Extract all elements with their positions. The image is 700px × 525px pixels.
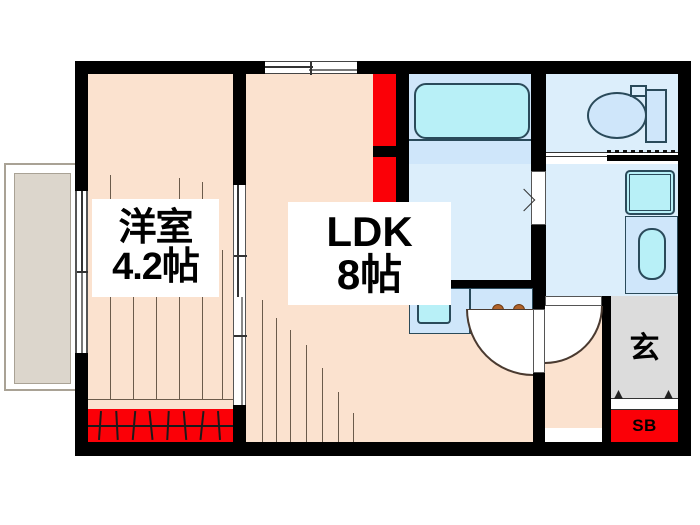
vanity-basin — [638, 228, 666, 280]
label-youshitsu-name: 洋室 — [118, 207, 193, 250]
door-bedroom-ldk[interactable] — [233, 185, 247, 405]
label-ldk: LDK 8帖 — [288, 202, 451, 305]
toilet-tank — [645, 89, 667, 143]
floorboard-line — [222, 250, 223, 405]
toilet-door-dotted-line — [607, 150, 678, 153]
genkan-label: 玄 — [629, 332, 660, 365]
floorboard-line — [276, 318, 277, 442]
bathtub — [414, 83, 530, 139]
shoe-box — [611, 410, 678, 442]
label-ldk-name: LDK — [326, 207, 413, 255]
label-ldk-size: 8帖 — [336, 250, 403, 298]
balcony — [4, 163, 78, 391]
partition-hall-genkan — [602, 296, 611, 442]
toilet-bowl — [587, 92, 647, 139]
toilet-flush-lever — [630, 85, 647, 97]
exterior-wall-north — [75, 61, 691, 74]
window-bedroom-west — [75, 191, 90, 353]
shoe-box-label: SB — [632, 416, 657, 435]
toilet-wall-segment — [607, 155, 678, 161]
floorboard-line — [262, 300, 263, 442]
kitchen-back-wall — [409, 280, 533, 288]
partition-bedroom-ldk-upper — [233, 61, 246, 185]
floorboard-line — [322, 368, 323, 442]
bathtub-rim — [409, 139, 531, 141]
floorboard-line — [353, 413, 354, 442]
step-marker-right — [664, 390, 673, 399]
entrance-door[interactable] — [678, 300, 691, 302]
washing-machine-pan-inner — [629, 174, 671, 211]
closet-ldk-divider — [373, 146, 396, 157]
exterior-wall-west-upper — [75, 61, 88, 191]
floorboard-line — [290, 330, 291, 442]
door-hall-washroom-panel[interactable] — [545, 296, 602, 306]
floorboard-line — [133, 215, 134, 405]
genkan-floor — [611, 296, 678, 398]
partition-bath-washroom-lower — [531, 225, 546, 296]
door-ldk-hall-panel[interactable] — [533, 309, 545, 373]
closet-ldk-upper — [373, 74, 396, 146]
closet-bedroom-doors[interactable] — [88, 399, 233, 409]
door-bath-washroom[interactable] — [531, 171, 546, 225]
exterior-wall-east — [678, 61, 691, 456]
floorboard-line — [306, 345, 307, 442]
label-youshitsu: 洋室 4.2帖 — [92, 199, 219, 297]
window-ldk-north — [265, 61, 357, 75]
floorboard-line — [338, 392, 339, 442]
partition-bath-washroom — [531, 61, 546, 171]
balcony-floor — [14, 173, 71, 384]
floorboard-line — [156, 238, 157, 405]
label-youshitsu-size: 4.2帖 — [112, 246, 200, 288]
genkan-step-edge — [611, 398, 678, 410]
closet-bedroom — [88, 409, 233, 442]
washing-machine-pan — [625, 170, 675, 215]
